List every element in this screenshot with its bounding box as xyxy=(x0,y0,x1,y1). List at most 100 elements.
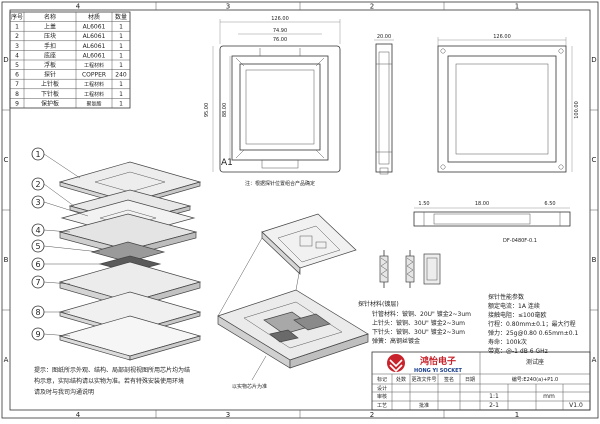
section-view: 1.50 18.00 6.50 DF-0480F-0.1 xyxy=(413,201,571,244)
row-label-right: B xyxy=(592,256,597,264)
dim-label: 74.90 xyxy=(273,28,287,34)
material-spec: 探针材料(镀层) 针管材料：铍铜、20U" 镀金2~3um 上针头：铍铜、30U… xyxy=(358,293,579,355)
balloon: 5 xyxy=(31,239,45,253)
dim-label: 95.00 xyxy=(204,103,210,117)
balloon-label: 4 xyxy=(35,226,40,235)
bom-cell: 7 xyxy=(15,81,19,88)
spec-line: 寿命：100k次 xyxy=(488,338,527,346)
bom-cell: 浮板 xyxy=(44,61,56,69)
part-number: DF-0480F-0.1 xyxy=(503,238,537,244)
balloon: 2 xyxy=(31,177,45,191)
drawing-name: 测试座 xyxy=(526,358,544,366)
bom-cell: 8 xyxy=(15,91,19,98)
bom-cell: 压块 xyxy=(44,32,56,40)
footer-note: 提示：图纸所示外观、结构、局部剖视视图所用芯片均为结 构示意，实际结构请以实物为… xyxy=(34,366,190,396)
note-line: 请及时与我司沟通说明 xyxy=(34,388,94,396)
bom-cell: COPPER xyxy=(82,72,106,79)
balloon: 9 xyxy=(31,327,45,341)
dim-label: 126.00 xyxy=(271,16,289,22)
bom-cell: 工程材料 xyxy=(84,62,104,69)
balloon: 4 xyxy=(31,223,45,237)
col-label-top: 1 xyxy=(515,3,519,11)
material-line: 弹簧：高钢丝镀金 xyxy=(372,337,420,345)
balloon: 8 xyxy=(31,305,45,319)
material-line: 针管材料：铍铜、20U" 镀金2~3um xyxy=(372,310,471,318)
dim-label: 100.00 xyxy=(574,101,580,119)
sheet-value: 2-1 xyxy=(489,402,499,409)
bom-cell: 1 xyxy=(119,24,123,31)
company-name-en: HONG YI SOCKET xyxy=(414,368,462,374)
bom-header: 名称 xyxy=(44,13,56,21)
dim-label: 18.00 xyxy=(475,201,489,207)
table-row: 4 底座 AL6061 1 xyxy=(15,51,123,59)
row-label-left: D xyxy=(3,56,8,64)
company-name-cn: 鸿怡电子 xyxy=(420,355,456,367)
balloon-label: 1 xyxy=(35,150,40,159)
bom-cell: 240 xyxy=(115,72,127,79)
spec-line: 额定电流：1A 连续 xyxy=(488,302,540,310)
row-label-left: C xyxy=(4,156,9,164)
part-code: 编号:E240(a)+P1.0 xyxy=(512,376,559,383)
bom-cell: 5 xyxy=(15,62,19,69)
bom-cell: 底座 xyxy=(44,51,56,59)
balloon-label: 2 xyxy=(35,180,40,189)
row-label-right: D xyxy=(591,56,596,64)
bom-cell: AL6061 xyxy=(83,24,106,31)
tb-cell: 处数 xyxy=(396,376,406,383)
tb-cell: 设计 xyxy=(377,385,387,392)
dim-label: 88.00 xyxy=(222,103,228,117)
bom-header: 序号 xyxy=(11,13,23,21)
col-label-bottom: 1 xyxy=(515,411,519,419)
bom-cell: 下针板 xyxy=(41,90,59,98)
dim-label: 1.50 xyxy=(418,201,429,207)
bom-cell: 1 xyxy=(119,52,123,59)
exploded-view: 1 2 3 4 5 6 7 8 xyxy=(31,147,202,361)
side-views: 20.00 126.00 100.00 xyxy=(374,34,580,175)
bom-cell: 工程材料 xyxy=(84,81,104,88)
bom-cell: 聚氨酯 xyxy=(86,100,101,107)
top-view: 126.00 74.90 76.00 95.00 88.00 A1 注：根据探针… xyxy=(204,16,341,187)
bom-cell: 2 xyxy=(15,33,19,40)
bom-cell: 1 xyxy=(119,62,123,69)
material-line: 上针头：铍铜、30U" 镀金2~3um xyxy=(372,319,465,327)
col-label-bottom: 2 xyxy=(370,411,374,419)
table-row: 6 探针 COPPER 240 xyxy=(15,71,127,79)
balloon: 6 xyxy=(31,257,45,271)
scale-value: 1:1 xyxy=(489,393,499,400)
bom-cell: 3 xyxy=(15,43,19,50)
bom-cell: AL6061 xyxy=(83,52,106,59)
col-label-bottom: 4 xyxy=(76,411,81,419)
bom-table: 序号 名称 材质 数量 1 上盖 AL6061 1 2 压块 AL6061 1 … xyxy=(9,11,131,109)
bom-cell: AL6061 xyxy=(83,33,106,40)
version-value: V1.0 xyxy=(569,402,583,409)
bom-cell: 1 xyxy=(119,91,123,98)
balloon: 7 xyxy=(31,275,45,289)
table-row: 5 浮板 工程材料 1 xyxy=(15,61,123,69)
table-row: 7 上针板 工程材料 1 xyxy=(15,80,123,88)
note-line: 构示意，实际结构请以实物为准。若有特殊安装使用环境 xyxy=(34,377,184,385)
probe-detail xyxy=(379,250,441,288)
bom-cell: 6 xyxy=(15,72,19,79)
top-view-note: 注：根据探针位置组合产品确定 xyxy=(245,180,315,187)
row-label-right: C xyxy=(592,156,597,164)
note-line: 提示：图纸所示外观、结构、局部剖视视图所用芯片均为结 xyxy=(34,366,190,374)
col-label-top: 3 xyxy=(226,3,230,11)
bom-header: 数量 xyxy=(115,13,127,21)
tb-cell: 标记 xyxy=(377,376,387,383)
dim-label: 126.00 xyxy=(493,34,511,40)
spec-line: 弹力：25g@0.80 0.65mm±0.1 xyxy=(488,329,579,337)
table-row: 1 上盖 AL6061 1 xyxy=(15,23,123,31)
dim-label: 20.00 xyxy=(377,34,391,40)
material-line: 下针头：铍铜、30U" 镀金2~3um xyxy=(372,328,465,336)
col-label-bottom: 3 xyxy=(226,411,230,419)
bom-cell: 1 xyxy=(119,81,123,88)
table-row: 2 压块 AL6061 1 xyxy=(15,32,123,40)
bom-cell: 手扣 xyxy=(44,42,56,50)
col-label-top: 4 xyxy=(76,3,81,11)
bom-cell: 4 xyxy=(15,52,19,59)
balloon-label: 5 xyxy=(35,242,40,251)
col-label-top: 2 xyxy=(370,3,374,11)
balloon-label: 7 xyxy=(35,278,40,287)
